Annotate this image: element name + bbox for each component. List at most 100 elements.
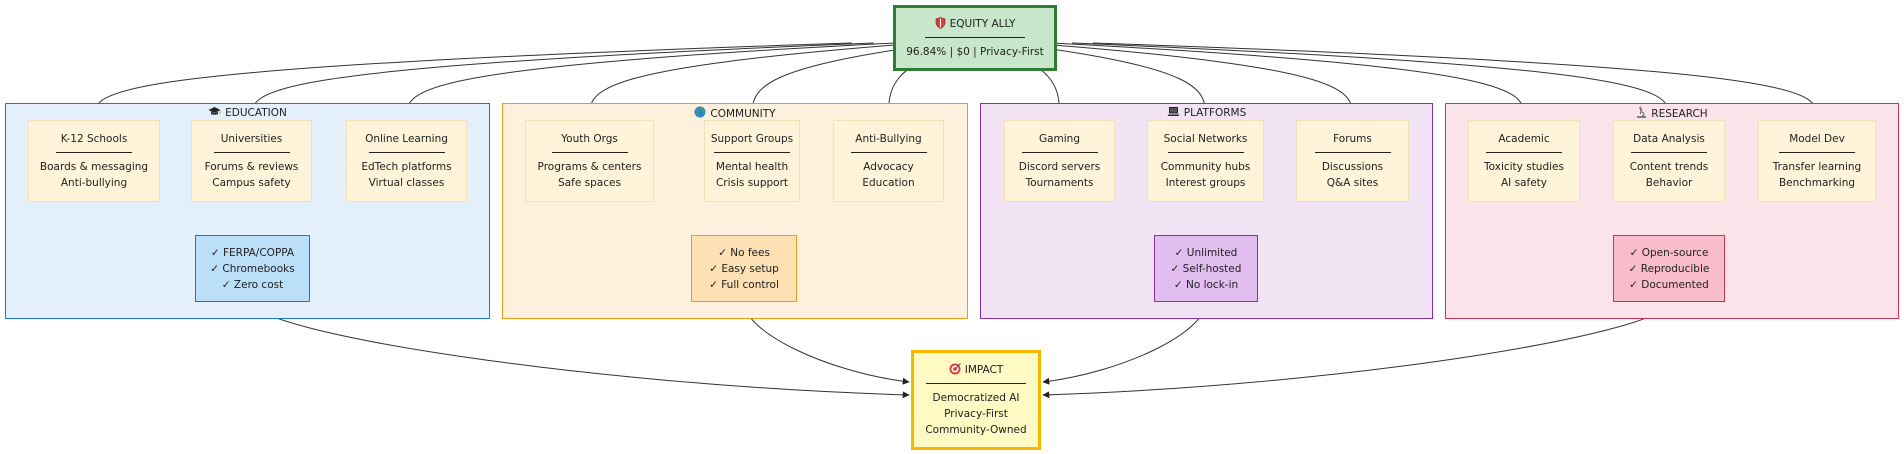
equity-ally-title: EQUITY ALLY — [949, 18, 1016, 30]
graduation-cap-icon — [208, 106, 221, 120]
impact-node[interactable]: IMPACT Democratized AI Privacy-First Com… — [911, 350, 1041, 450]
divider — [1021, 152, 1098, 153]
item-title: Universities — [220, 133, 283, 145]
cluster-title: COMMUNITY — [503, 106, 967, 121]
hub-node-platforms[interactable]: ✓ Unlimited ✓ Self-hosted ✓ No lock-in — [1154, 235, 1258, 302]
item-line: Advocacy — [863, 161, 914, 173]
item-line: Safe spaces — [558, 177, 621, 189]
item-title: Support Groups — [710, 133, 794, 145]
item-line: Campus safety — [212, 177, 291, 189]
item-title: Youth Orgs — [561, 133, 618, 145]
impact-line-2: Privacy-First — [944, 408, 1008, 420]
item-line: Boards & messaging — [39, 161, 149, 173]
item-title: K-12 Schools — [60, 133, 128, 145]
item-title: Online Learning — [365, 133, 448, 145]
item-title: Forums — [1333, 133, 1372, 145]
equity-ally-subtitle: 96.84% | $0 | Privacy-First — [906, 46, 1044, 58]
item-title: Model Dev — [1789, 133, 1845, 145]
item-line: Mental health — [715, 161, 789, 173]
item-line: Programs & centers — [537, 161, 642, 173]
item-node-academic[interactable]: Academic Toxicity studies AI safety — [1468, 120, 1580, 202]
hub-feature: ✓ FERPA/COPPA — [210, 246, 295, 259]
item-line: Education — [862, 177, 915, 189]
item-line: Virtual classes — [368, 177, 445, 189]
item-node-universities[interactable]: Universities Forums & reviews Campus saf… — [191, 120, 312, 202]
hub-feature: ✓ Zero cost — [221, 278, 284, 291]
item-node-data-analysis[interactable]: Data Analysis Content trends Behavior — [1613, 120, 1725, 202]
item-node-social-networks[interactable]: Social Networks Community hubs Interest … — [1147, 120, 1264, 202]
cluster-title-text: COMMUNITY — [710, 107, 776, 120]
microscope-icon — [1636, 106, 1647, 121]
item-title: Academic — [1498, 133, 1550, 145]
divider — [1486, 152, 1562, 153]
divider — [213, 152, 290, 153]
divider — [1167, 152, 1244, 153]
divider — [368, 152, 445, 153]
divider — [926, 383, 1026, 384]
item-title: Anti-Bullying — [855, 133, 922, 145]
item-line: EdTech platforms — [361, 161, 452, 173]
divider — [551, 152, 628, 153]
item-node-online-learning[interactable]: Online Learning EdTech platforms Virtual… — [346, 120, 467, 202]
shield-icon — [935, 16, 946, 32]
item-line: Tournaments — [1025, 177, 1094, 189]
item-line: Anti-bullying — [60, 177, 128, 189]
item-node-model-dev[interactable]: Model Dev Transfer learning Benchmarking — [1758, 120, 1876, 202]
hub-feature: ✓ Chromebooks — [210, 262, 295, 275]
hub-feature: ✓ Reproducible — [1628, 262, 1710, 275]
item-line: Q&A sites — [1326, 177, 1379, 189]
target-icon — [949, 362, 961, 378]
divider — [925, 37, 1025, 38]
divider — [1779, 152, 1855, 153]
hub-feature: ✓ Self-hosted — [1170, 262, 1242, 275]
cluster-title-text: PLATFORMS — [1183, 107, 1247, 119]
cluster-title-text: EDUCATION — [225, 107, 287, 119]
impact-line-1: Democratized AI — [932, 392, 1020, 404]
item-line: Crisis support — [715, 177, 789, 189]
divider — [1631, 152, 1707, 153]
cluster-title: RESEARCH — [1446, 106, 1898, 121]
globe-icon — [694, 106, 706, 121]
item-line: Toxicity studies — [1484, 161, 1564, 173]
impact-title: IMPACT — [964, 364, 1004, 376]
item-title: Data Analysis — [1633, 133, 1705, 145]
item-line: Transfer learning — [1772, 161, 1862, 173]
item-title: Gaming — [1038, 133, 1081, 145]
divider — [56, 152, 132, 153]
item-node-gaming[interactable]: Gaming Discord servers Tournaments — [1004, 120, 1115, 202]
hub-feature: ✓ Unlimited — [1174, 246, 1238, 259]
cluster-title: EDUCATION — [6, 106, 489, 120]
item-line: Behavior — [1645, 177, 1693, 189]
item-title: Social Networks — [1163, 133, 1248, 145]
divider — [850, 152, 927, 153]
hub-feature: ✓ Documented — [1629, 278, 1709, 291]
cluster-title: PLATFORMS — [981, 106, 1432, 120]
hub-feature: ✓ No lock-in — [1173, 278, 1239, 291]
item-line: Forums & reviews — [204, 161, 299, 173]
item-node-support-groups[interactable]: Support Groups Mental health Crisis supp… — [704, 120, 800, 202]
item-node-anti-bullying[interactable]: Anti-Bullying Advocacy Education — [833, 120, 944, 202]
hub-node-research[interactable]: ✓ Open-source ✓ Reproducible ✓ Documented — [1613, 235, 1725, 302]
divider — [1314, 152, 1391, 153]
hub-feature: ✓ Full control — [709, 278, 779, 291]
impact-line-3: Community-Owned — [925, 424, 1027, 436]
equity-ally-node[interactable]: EQUITY ALLY 96.84% | $0 | Privacy-First — [893, 5, 1057, 71]
item-node-youth-orgs[interactable]: Youth Orgs Programs & centers Safe space… — [525, 120, 654, 202]
divider — [714, 152, 790, 153]
item-line: Discord servers — [1018, 161, 1101, 173]
item-line: Interest groups — [1165, 177, 1246, 189]
item-node-k-12-schools[interactable]: K-12 Schools Boards & messaging Anti-bul… — [28, 120, 160, 202]
hub-node-education[interactable]: ✓ FERPA/COPPA ✓ Chromebooks ✓ Zero cost — [195, 235, 310, 302]
hub-feature: ✓ Easy setup — [709, 262, 779, 275]
hub-feature: ✓ No fees — [718, 246, 770, 259]
item-node-forums[interactable]: Forums Discussions Q&A sites — [1296, 120, 1409, 202]
item-line: Benchmarking — [1778, 177, 1856, 189]
cluster-title-text: RESEARCH — [1651, 107, 1708, 120]
hub-node-community[interactable]: ✓ No fees ✓ Easy setup ✓ Full control — [691, 235, 797, 302]
laptop-icon — [1167, 106, 1180, 120]
item-line: Community hubs — [1160, 161, 1251, 173]
hub-feature: ✓ Open-source — [1629, 246, 1709, 259]
item-line: Discussions — [1321, 161, 1384, 173]
item-line: Content trends — [1629, 161, 1709, 173]
item-line: AI safety — [1500, 177, 1547, 189]
